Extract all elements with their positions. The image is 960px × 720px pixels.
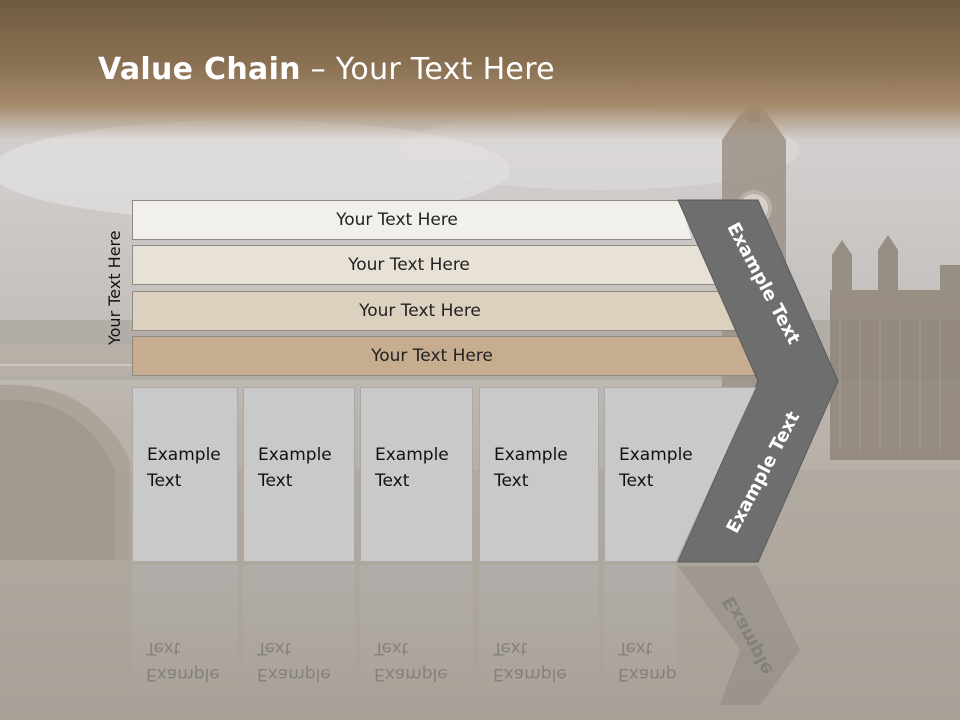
title-band <box>0 0 960 140</box>
column-reflection: Example Text <box>604 565 676 705</box>
column-reflection-label: Example Text <box>146 638 220 684</box>
column-label: Example Text <box>375 445 449 491</box>
slide-title-bold: Value Chain <box>98 52 301 87</box>
column-reflection-label: Example Text <box>257 638 331 684</box>
column-2: Example Text <box>243 387 355 562</box>
chevron-arrow <box>677 199 839 563</box>
parliament-shape <box>830 235 960 460</box>
bridge-shape <box>0 345 140 560</box>
column-reflection-label: Example Text <box>374 638 448 684</box>
column-label: Example Text <box>619 445 693 491</box>
row-label: Your Text Here <box>371 346 493 366</box>
column-label: Example Text <box>147 445 221 491</box>
column-3: Example Text <box>360 387 473 562</box>
row-label: Your Text Here <box>348 255 470 275</box>
row-3: Your Text Here <box>132 291 738 331</box>
column-label: Example Text <box>258 445 332 491</box>
column-reflection-label: Example Text <box>618 638 676 684</box>
row-label: Your Text Here <box>359 301 481 321</box>
row-4: Your Text Here <box>132 336 762 376</box>
chevron-reflection <box>678 566 800 705</box>
row-1: Your Text Here <box>132 200 692 240</box>
slide-title: Value Chain – Your Text Here <box>98 52 555 87</box>
row-2: Your Text Here <box>132 245 716 285</box>
column-4: Example Text <box>479 387 599 562</box>
column-reflection: Example Text <box>479 565 599 705</box>
column-reflection: Example Text <box>243 565 355 705</box>
column-1: Example Text <box>132 387 238 562</box>
row-label: Your Text Here <box>336 210 458 230</box>
column-reflection: Example Text <box>132 565 238 705</box>
column-reflection: Example Text <box>360 565 473 705</box>
column-label: Example Text <box>494 445 568 491</box>
column-reflection-label: Example Text <box>493 638 567 684</box>
slide-title-rest: – Your Text Here <box>300 52 555 87</box>
